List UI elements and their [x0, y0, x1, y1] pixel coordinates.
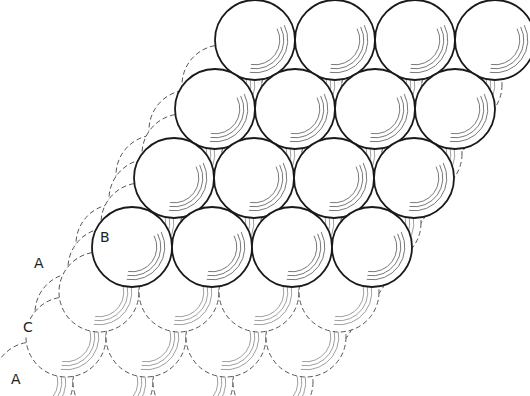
sphere-outline	[92, 207, 172, 287]
shading-arc	[367, 232, 405, 280]
lower-layer-a2	[0, 135, 436, 396]
shading-arc	[335, 281, 364, 317]
sphere	[214, 138, 294, 218]
layer-label: B	[99, 230, 111, 245]
sphere	[134, 138, 214, 218]
shading-arc	[250, 25, 288, 73]
sphere	[92, 207, 172, 287]
sphere-outline	[375, 0, 455, 80]
sphere-outline	[255, 69, 335, 149]
shading-arc	[302, 326, 331, 362]
shading-arc	[210, 94, 248, 142]
shading-arc	[410, 167, 439, 203]
sphere-outline	[172, 207, 252, 287]
shading-arc	[208, 236, 237, 272]
sphere-outline	[374, 138, 454, 218]
sphere	[215, 0, 295, 80]
shading-arc	[450, 94, 488, 142]
shading-arc	[169, 163, 207, 211]
shading-arc	[370, 94, 408, 142]
top-layer-b	[92, 0, 530, 287]
shading-arc	[249, 163, 287, 211]
shading-arc	[288, 236, 317, 272]
shading-arc	[371, 98, 400, 134]
sphere-outline	[175, 69, 255, 149]
shading-arc	[251, 29, 280, 65]
sphere	[455, 0, 530, 80]
sphere	[335, 69, 415, 149]
sphere	[294, 138, 374, 218]
shading-arc	[175, 281, 204, 317]
sphere-outline	[295, 0, 375, 80]
shading-arc	[127, 232, 165, 280]
sphere	[375, 0, 455, 80]
sphere-outline	[332, 207, 412, 287]
sphere	[332, 207, 412, 287]
shading-arc	[170, 167, 199, 203]
shading-arc	[207, 232, 245, 280]
sphere	[172, 207, 252, 287]
sphere-outline	[252, 207, 332, 287]
shading-arc	[490, 25, 528, 73]
sphere-outline	[415, 69, 495, 149]
layer-label: A	[10, 372, 22, 387]
sphere	[374, 138, 454, 218]
layer-a	[59, 45, 502, 332]
shading-arc	[451, 98, 480, 134]
shading-arc	[291, 98, 320, 134]
sphere-outline	[134, 138, 214, 218]
shading-arc	[142, 326, 171, 362]
sphere	[252, 207, 332, 287]
shading-arc	[331, 29, 360, 65]
shading-arc	[290, 94, 328, 142]
sphere	[175, 69, 255, 149]
shading-arc	[368, 236, 397, 272]
shading-arc	[409, 163, 447, 211]
shading-arc	[255, 281, 284, 317]
sphere-outline	[335, 69, 415, 149]
sphere-outline	[455, 0, 530, 80]
shading-arc	[250, 167, 279, 203]
shading-arc	[410, 25, 448, 73]
shading-arc	[330, 25, 368, 73]
shading-arc	[330, 167, 359, 203]
layer-label: A	[33, 256, 45, 271]
sphere	[295, 0, 375, 80]
sphere-outline	[294, 138, 374, 218]
sphere	[255, 69, 335, 149]
shading-arc	[62, 326, 91, 362]
sphere-outline	[215, 0, 295, 80]
shading-arc	[211, 98, 240, 134]
shading-arc	[491, 29, 520, 65]
sphere	[415, 69, 495, 149]
shading-arc	[287, 232, 325, 280]
layer-label: C	[22, 320, 34, 335]
shading-arc	[411, 29, 440, 65]
shading-arc	[329, 163, 367, 211]
shading-arc	[222, 326, 251, 362]
shading-arc	[128, 236, 157, 272]
sphere-outline	[214, 138, 294, 218]
shading-arc	[95, 281, 124, 317]
